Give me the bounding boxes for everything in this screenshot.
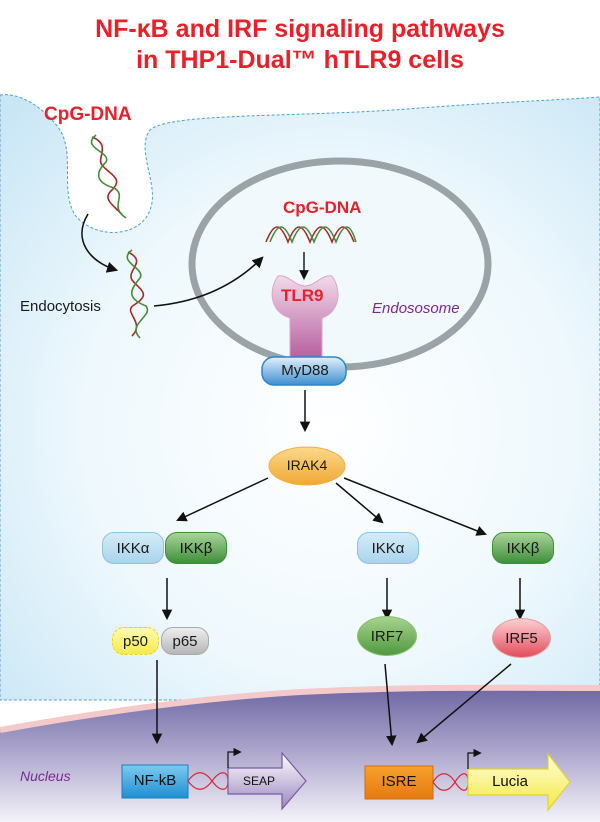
dna-endosome-icon [265,226,357,245]
nfkb-label: NF-kB [133,772,177,789]
dna-linker-isre-icon [432,773,469,791]
endocytosis-label: Endocytosis [20,298,101,315]
irak4-ikkb-arrow [343,477,487,536]
lucia-gene-arrow [467,752,571,812]
irf7-node: IRF7 [357,616,417,656]
endosome-label: Endososome [372,300,460,317]
ikkb-right-node: IKKβ [492,532,554,564]
diagram-title: NF-κB and IRF signaling pathways in THP1… [0,14,600,76]
p65-node: p65 [161,627,209,655]
irak4-ikk-complex-arrow [176,477,269,522]
seap-gene-arrow [227,751,307,811]
irf5-node: IRF5 [492,618,551,658]
irak4-ikka-arrow [335,482,384,524]
myd88-label: MyD88 [281,362,329,379]
p50-label: p50 [122,632,149,650]
nucleus-label: Nucleus [20,768,71,784]
ikka-left-label: IKKα [116,539,150,557]
cpg-dna-endosome-label: CpG-DNA [283,198,362,217]
ikkb-left-label: IKKβ [179,539,213,557]
irf7-label: IRF7 [370,627,404,645]
cpg-dna-outside-label: CpG-DNA [44,104,132,125]
irf5-label: IRF5 [505,629,538,647]
irf7-isre-arrow [384,663,397,747]
p50-node: p50 [112,627,159,655]
myd88-node [261,356,347,386]
nuclear-membrane-edge [0,684,600,733]
dna-linker-nfkb-icon [187,772,229,790]
endocytosis-arrow [81,213,119,273]
ikka-mid-label: IKKα [371,539,405,557]
irak4-node [268,446,346,486]
tlr9-receptor [271,275,339,359]
title-line-2: in THP1-Dual™ hTLR9 cells [136,46,464,74]
ikkb-left-node: IKKβ [165,532,227,564]
nuclear-envelope [0,687,600,822]
dna-outside-icon [90,134,127,219]
seap-label: SEAP [242,774,275,788]
isre-label: ISRE [381,773,417,790]
ikkb-right-label: IKKβ [506,539,540,557]
ikka-mid-node: IKKα [357,532,419,564]
irf5-isre-arrow [416,663,512,744]
lucia-tss-icon [467,748,482,769]
tlr9-label: TLR9 [281,286,324,305]
irak4-label: IRAK4 [286,457,328,473]
title-line-1: NF-κB and IRF signaling pathways [95,15,505,43]
endosome-membrane [188,157,492,371]
ikka-left-node: IKKα [102,532,164,564]
p65-label: p65 [172,632,198,650]
dna-endocytosis-icon [126,249,149,339]
isre-promoter [364,765,434,800]
endosome-entry-arrow [153,256,264,307]
lucia-label: Lucia [492,773,528,790]
seap-tss-icon [227,747,242,768]
